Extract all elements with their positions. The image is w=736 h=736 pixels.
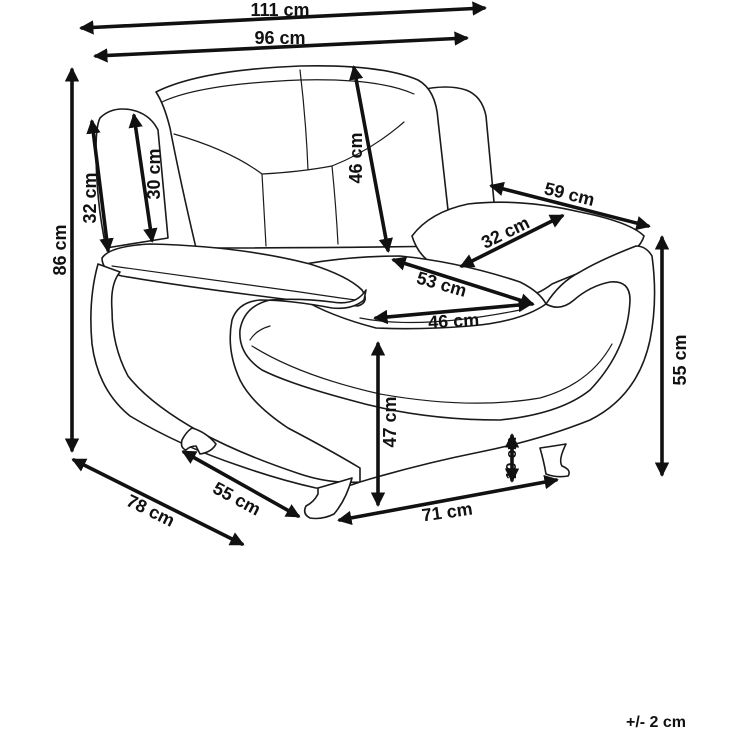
dimension-lines: [64, 1, 670, 546]
label-leg-height: 10 cm: [503, 437, 520, 480]
armchair-drawing: [90, 64, 656, 520]
dim-line-total-width: [79, 1, 487, 35]
label-total-height: 86 cm: [50, 224, 70, 275]
label-arm-height: 55 cm: [670, 334, 690, 385]
dim-line-inner-width: [93, 31, 469, 63]
label-back-outer: 32 cm: [80, 172, 100, 223]
dim-line-seat-width: [373, 297, 533, 325]
label-seat-width: 46 cm: [428, 310, 480, 333]
dim-line-armrest-length: [489, 181, 651, 231]
dim-line-back-inner: [128, 113, 158, 243]
label-side-depth: 55 cm: [210, 478, 264, 520]
leg-left: [180, 427, 217, 455]
armchair-body: [90, 245, 656, 490]
dim-line-seat-depth: [391, 256, 535, 308]
dim-line-backrest: [349, 65, 393, 253]
dim-line-back-outer: [86, 119, 114, 253]
label-inner-width: 96 cm: [254, 28, 305, 48]
left-armrest-cushion: [101, 243, 366, 307]
dim-line-total-depth: [71, 458, 245, 546]
label-seat-height: 47 cm: [380, 396, 400, 447]
label-backrest: 46 cm: [346, 132, 366, 183]
tolerance-note: +/- 2 cm: [625, 714, 686, 731]
dim-line-base-width: [337, 475, 559, 525]
leg-right: [539, 443, 570, 478]
label-total-width: 111 cm: [250, 0, 309, 20]
dim-line-side-depth: [181, 450, 301, 518]
backrest-cushion: [155, 64, 453, 249]
label-back-inner: 30 cm: [144, 148, 164, 199]
